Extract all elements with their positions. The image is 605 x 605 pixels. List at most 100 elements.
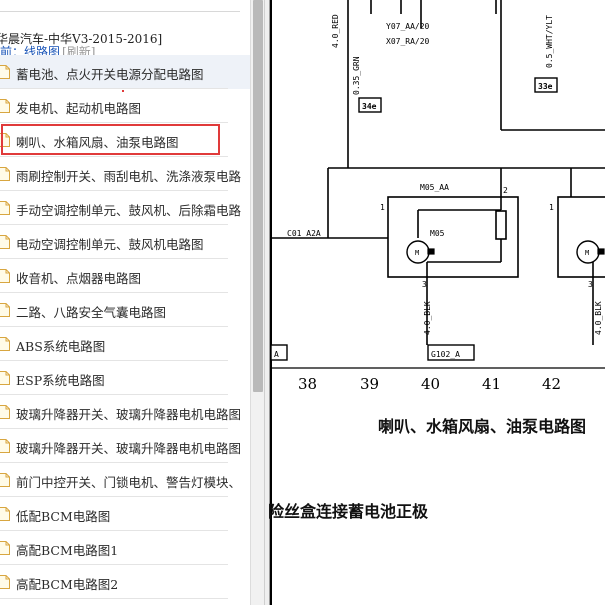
section-heading: 险丝盒连接蓄电池正极 [268, 502, 429, 521]
document-list-item-label: ESP系统电路图 [16, 373, 105, 388]
panel-divider[interactable] [264, 0, 270, 605]
book-title: 华晨汽车-中华V3-2015-2016] [0, 32, 163, 46]
document-list-item-label: 发电机、起动机电路图 [16, 101, 142, 116]
divider [0, 394, 228, 395]
document-icon [0, 201, 10, 215]
document-list-item[interactable]: 喇叭、水箱风扇、油泵电路图 [0, 123, 250, 157]
pin-number: 3 [422, 280, 427, 289]
document-icon [0, 303, 10, 317]
document-list-item[interactable]: 低配BCM电路图 [0, 497, 250, 531]
pin-number: 1 [549, 203, 554, 212]
document-icon [0, 371, 10, 385]
divider [0, 292, 228, 293]
wire-label: X07_RA/20 [386, 37, 430, 46]
ref-label: 34e [362, 102, 377, 111]
grid-number: 41 [482, 375, 501, 393]
divider [0, 258, 228, 259]
divider [0, 224, 228, 225]
document-list-item[interactable]: 蓄电池、点火开关电源分配电路图 [0, 55, 250, 89]
divider [0, 326, 228, 327]
search-box[interactable] [0, 0, 240, 12]
document-list-item-label: 手动空调控制单元、鼓风机、后除霜电路 [16, 203, 242, 218]
divider [0, 190, 228, 191]
grid-number: 38 [298, 375, 317, 393]
document-list-item-label: 收音机、点烟器电路图 [16, 271, 142, 286]
document-list-item-label: 喇叭、水箱风扇、油泵电路图 [16, 135, 179, 150]
motor-label: M [415, 249, 419, 257]
document-list-item-label: 电动空调控制单元、鼓风机电路图 [16, 237, 204, 252]
selection-highlight [1, 124, 220, 155]
diagram-title: 喇叭、水箱风扇、油泵电路图 [378, 417, 587, 436]
wire-label: 4.0_BLK [594, 301, 603, 335]
wire-label: 0.5_WHT/YLT [545, 15, 554, 68]
divider [0, 462, 228, 463]
document-icon [0, 65, 10, 79]
document-list-item-label: 低配BCM电路图 [16, 509, 111, 524]
divider [0, 428, 228, 429]
document-icon [0, 269, 10, 283]
pin-number: 2 [503, 186, 508, 195]
document-list-item[interactable]: ABS系统电路图 [0, 327, 250, 361]
document-icon [0, 439, 10, 453]
document-list-item[interactable]: 手动空调控制单元、鼓风机、后除霜电路 [0, 191, 250, 225]
document-list-item[interactable]: 电动空调控制单元、鼓风机电路图 [0, 225, 250, 259]
document-list-item[interactable]: 玻璃升降器开关、玻璃升降器电机电路图 [0, 395, 250, 429]
document-list-item[interactable]: 雨刷控制开关、雨刮电机、洗涤液泵电路 [0, 157, 250, 191]
wiring-diagram: 4.0_RED 0.35_GRN 0.5_WHT/YLT 4.0_BLK 4.0… [270, 0, 605, 605]
divider [0, 564, 228, 565]
document-icon [0, 507, 10, 521]
grid-number: 39 [360, 375, 379, 393]
document-icon [0, 405, 10, 419]
wire-label: 4.0_RED [331, 14, 340, 48]
document-icon [0, 235, 10, 249]
divider [0, 88, 228, 89]
document-list-item[interactable]: 前门中控开关、门锁电机、警告灯模块、 [0, 463, 250, 497]
divider [0, 156, 228, 157]
document-list-item-label: 二路、八路安全气囊电路图 [16, 305, 167, 320]
document-list-item[interactable]: 收音机、点烟器电路图 [0, 259, 250, 293]
pin-number: 1 [380, 203, 385, 212]
scrollbar[interactable] [250, 0, 264, 605]
wire-label: 4.0_BLK [423, 301, 432, 335]
document-icon [0, 99, 10, 113]
wire-label: 0.35_GRN [352, 56, 361, 95]
document-icon [0, 473, 10, 487]
document-list-item[interactable]: 二路、八路安全气囊电路图 [0, 293, 250, 327]
divider [0, 122, 228, 123]
motor-label: M [585, 249, 589, 257]
wire-label: Y07_AA/20 [386, 22, 430, 31]
document-tree-panel: 华晨汽车-中华V3-2015-2016] 前：线路图[刷新] 蓄电池、点火开关电… [0, 0, 250, 605]
document-icon [0, 337, 10, 351]
document-list-item-label: ABS系统电路图 [16, 339, 106, 354]
cursor-dot [122, 90, 124, 92]
divider [0, 530, 228, 531]
document-list-item[interactable]: 高配BCM电路图2 [0, 565, 250, 599]
document-icon [0, 167, 10, 181]
document-icon [0, 575, 10, 589]
document-list-item-label: 高配BCM电路图2 [16, 577, 119, 592]
grid-number: 42 [542, 375, 561, 393]
document-list-item-label: 玻璃升降器开关、玻璃升降器电机电路图 [16, 441, 242, 456]
pin-number: 3 [588, 280, 593, 289]
scrollbar-thumb[interactable] [253, 0, 263, 392]
document-list-item[interactable]: 玻璃升降器开关、玻璃升降器电机电路图 [0, 429, 250, 463]
document-list-item-label: 前门中控开关、门锁电机、警告灯模块、 [16, 475, 242, 490]
document-list-item[interactable]: 高配BCM电路图1 [0, 531, 250, 565]
document-icon [0, 541, 10, 555]
connector-label: A [274, 350, 279, 359]
document-list-item-label: 蓄电池、点火开关电源分配电路图 [16, 67, 204, 82]
wiring-diagram-viewer: 4.0_RED 0.35_GRN 0.5_WHT/YLT 4.0_BLK 4.0… [268, 0, 605, 605]
document-list-item[interactable]: 发电机、起动机电路图 [0, 89, 250, 123]
document-list-item-label: 雨刷控制开关、雨刮电机、洗涤液泵电路 [16, 169, 242, 184]
divider [0, 360, 228, 361]
divider [0, 598, 228, 599]
connector-label: G102_A [431, 350, 460, 359]
divider [0, 496, 228, 497]
document-list-item-label: 高配BCM电路图1 [16, 543, 119, 558]
grid-number: 40 [421, 375, 440, 393]
document-list-item[interactable]: ESP系统电路图 [0, 361, 250, 395]
connector-label: C01_A2A [287, 229, 321, 238]
connector-label: M05 [430, 229, 445, 238]
document-list-item-label: 玻璃升降器开关、玻璃升降器电机电路图 [16, 407, 242, 422]
ref-label: 33e [538, 82, 553, 91]
